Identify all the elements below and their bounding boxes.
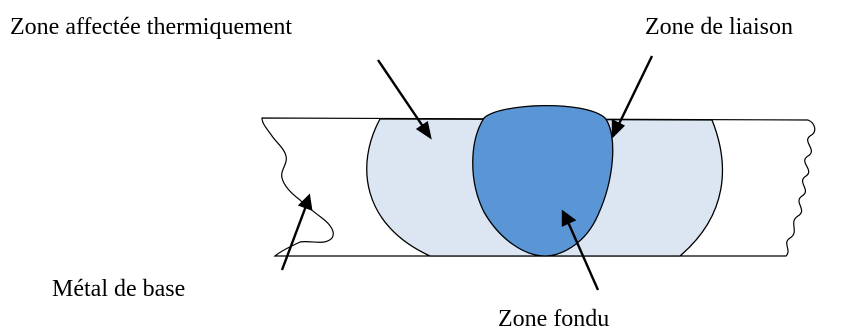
fusion-zone bbox=[472, 104, 614, 257]
label-fusion-zone: Zone fondu bbox=[498, 306, 609, 332]
haz-arrow bbox=[377, 59, 432, 140]
fusion-line-arrow bbox=[611, 55, 654, 139]
label-heat-affected-zone: Zone affectée thermiquement bbox=[10, 14, 292, 40]
label-fusion-line: Zone de liaison bbox=[645, 14, 793, 40]
base-metal-arrow bbox=[280, 193, 313, 271]
label-base-metal: Métal de base bbox=[52, 276, 185, 302]
fusion-zone-arrow bbox=[561, 209, 600, 291]
leader-arrows bbox=[280, 55, 654, 291]
